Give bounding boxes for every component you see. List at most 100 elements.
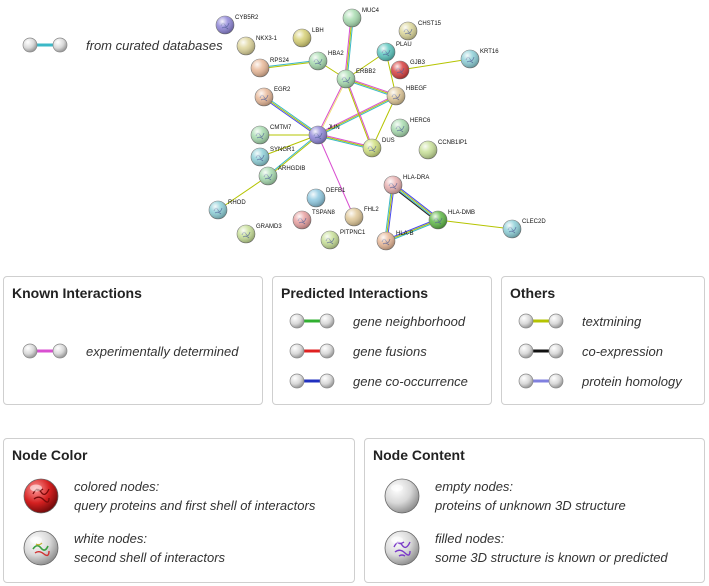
legend-item: gene neighborhood [289,310,465,332]
legend-item: white nodes: second shell of interactors [22,529,225,567]
protein-node[interactable]: CLEC2D [502,219,546,239]
node-label: ERBB2 [356,69,376,75]
protein-node[interactable]: MUC4 [342,8,380,28]
legend-title: Others [510,285,556,301]
node-label: HERC6 [410,118,431,124]
edge [437,219,513,230]
legend-title: Known Interactions [12,285,142,301]
white-node-icon [23,530,59,566]
node-label: MUC4 [362,8,380,14]
node-label: PLAU [396,42,412,48]
protein-node[interactable]: LBH [292,28,324,48]
legend-title: Predicted Interactions [281,285,429,301]
legend-item: textmining [518,310,641,332]
legend-label: experimentally determined [86,343,239,359]
node-label: ARHGDIB [278,166,305,172]
protein-node[interactable]: CYB5R2 [215,15,259,35]
legend-label: empty nodes: [435,479,514,494]
protein-node[interactable]: KRT16 [460,49,499,69]
node-label: CYB5R2 [235,15,259,21]
node-label: DUS [382,138,395,144]
protein-node[interactable]: ERBB2 [336,69,376,89]
node-label: RHOD [228,200,246,206]
node-label: CLEC2D [522,219,546,225]
node-label: HLA-DRA [403,175,429,181]
empty-node-icon [384,478,420,514]
protein-node[interactable]: HERC6 [390,118,431,138]
legend-item: gene fusions [289,340,427,362]
node-label: CMTM7 [270,125,292,131]
node-label: TSPAN8 [312,210,336,216]
edge [344,78,374,149]
protein-node[interactable]: JUN [308,125,340,145]
edge-sample-icon [518,313,564,329]
red-node-icon [23,478,59,514]
protein-node[interactable]: ARHGDIB [258,166,305,186]
protein-node[interactable]: HLA-DMB [428,210,475,230]
protein-node[interactable]: PITPNC1 [320,230,366,250]
legend-label: filled nodes: [435,531,505,546]
node-label: GRAMD3 [256,224,282,230]
node-label: GJB3 [410,60,426,66]
legend-description: proteins of unknown 3D structure [435,498,626,513]
protein-node[interactable]: HLA-B [376,231,414,251]
protein-node[interactable]: TSPAN8 [292,210,336,230]
legend-others: Others textmining co-expression protein … [501,276,705,405]
node-label: RPS24 [270,58,290,64]
protein-node[interactable]: RHOD [208,200,246,220]
edge [391,183,440,222]
node-label: DEFB1 [326,188,346,194]
protein-node[interactable]: GJB3 [390,60,426,80]
protein-node[interactable]: CMTM7 [250,125,292,145]
legend-label: protein homology [582,373,682,389]
legend-label: colored nodes: [74,479,160,494]
node-label: PITPNC1 [340,230,366,236]
protein-node[interactable]: SYNGR1 [250,147,295,167]
edge-sample-icon [289,313,335,329]
legend-item: filled nodes: some 3D structure is known… [383,529,668,567]
protein-node[interactable]: HBA2 [308,51,344,71]
protein-node[interactable]: PLAU [376,42,412,62]
edge [399,58,471,71]
edge-sample-icon [518,373,564,389]
protein-node[interactable]: EGR2 [254,87,291,107]
edge-sample-icon [22,343,68,359]
node-label: JUN [328,125,340,131]
protein-node[interactable]: HLA-DRA [383,175,429,195]
legend-label: white nodes: [74,531,147,546]
node-label: CCNB1IP1 [438,140,468,146]
protein-node[interactable]: CCNB1IP1 [418,140,468,160]
legend-label: gene fusions [353,343,427,359]
edge-sample-icon [22,37,68,53]
node-label: HLA-DMB [448,210,475,216]
edge [316,94,398,137]
protein-node[interactable]: DEFB1 [306,188,346,208]
legend-description: some 3D structure is known or predicted [435,550,668,565]
node-label: EGR2 [274,87,291,93]
node-label: NKX3-1 [256,36,278,42]
edge [217,175,269,211]
protein-node[interactable]: GRAMD3 [236,224,282,244]
edge [259,59,319,70]
legend-title: Node Content [373,447,465,463]
legend-item: gene co-occurrence [289,370,468,392]
node-label: CHST15 [418,21,442,27]
protein-node[interactable]: HBEGF [386,86,427,106]
protein-node[interactable]: RPS24 [250,58,290,78]
protein-node[interactable]: NKX3-1 [236,36,278,56]
node-label: KRT16 [480,49,499,55]
edge [316,78,348,136]
legend-description: second shell of interactors [74,550,226,565]
filled-node-icon [384,530,420,566]
legend-item: empty nodes: proteins of unknown 3D stru… [383,477,626,515]
edge [344,17,354,80]
edge-sample-icon [518,343,564,359]
protein-node[interactable]: FHL2 [344,207,379,227]
edge [317,134,355,218]
edge [371,95,397,149]
protein-node[interactable]: CHST15 [398,21,442,41]
legend-label: gene neighborhood [353,313,466,329]
protein-node[interactable]: DUS [362,138,395,158]
